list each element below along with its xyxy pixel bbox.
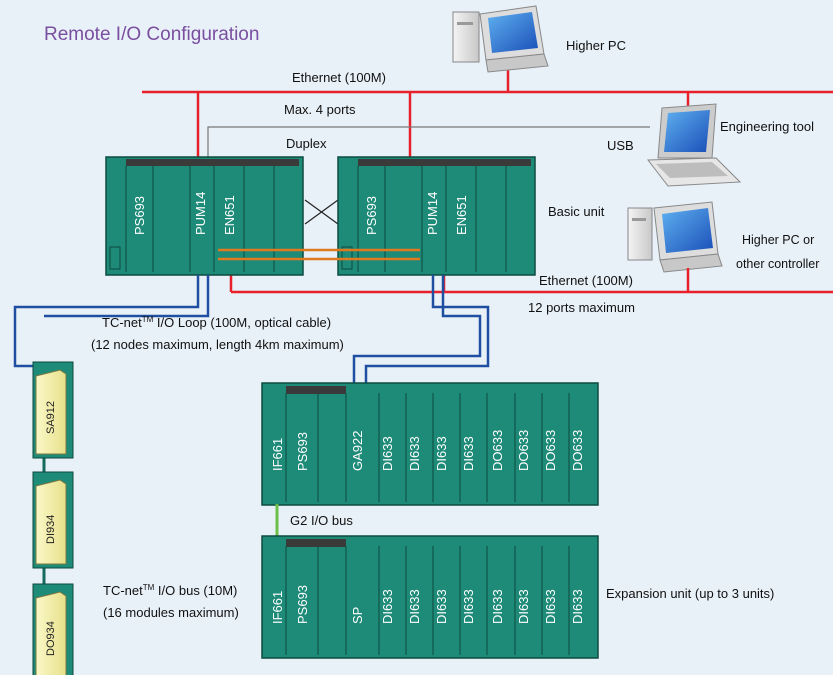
remote-unit: IF661 PS693 GA922 DI633 DI633 DI633 DI633 DO633… [261, 382, 599, 506]
module-label: DI633 [407, 436, 422, 471]
rack-top-bar [358, 159, 531, 166]
slot-detail [109, 246, 121, 270]
module-label: DO633 [570, 430, 585, 471]
io-bus-label-1: TC-netTM I/O bus (10M) [103, 583, 237, 598]
module-label: EN651 [222, 195, 237, 235]
module-label: DI633 [461, 436, 476, 471]
desktop-pc-icon [627, 201, 723, 273]
module-label: SP [350, 607, 365, 624]
module-label: PS693 [295, 585, 310, 624]
module-label: EN651 [454, 195, 469, 235]
expansion-unit-label: Expansion unit (up to 3 units) [606, 586, 774, 601]
module-label: PUM14 [193, 192, 208, 235]
module-label: PUM14 [425, 192, 440, 235]
basic-unit-left: PS693 PUM14 EN651 [105, 156, 304, 276]
io-loop-inner [44, 275, 210, 318]
module-label: DO633 [490, 430, 505, 471]
ethernet-top-label: Ethernet (100M) [292, 70, 386, 85]
io-module-label: DO934 [45, 621, 57, 656]
basic-unit-label: Basic unit [548, 204, 605, 219]
module-label: PS693 [364, 196, 379, 235]
module-label: IF661 [270, 591, 285, 624]
module-label: DI633 [407, 589, 422, 624]
module-label: DI633 [380, 589, 395, 624]
ports-12-label: 12 ports maximum [528, 300, 635, 315]
usb-line [207, 126, 650, 157]
page-title: Remote I/O Configuration [44, 24, 259, 45]
io-loop-inner [352, 275, 482, 383]
g2-bus-label: G2 I/O bus [290, 513, 353, 528]
usb-label: USB [607, 138, 634, 153]
io-loop-outer [364, 275, 490, 383]
module-label: DI633 [543, 589, 558, 624]
module-label: DI633 [570, 589, 585, 624]
laptop-icon [647, 103, 742, 187]
io-module-face [35, 369, 67, 455]
io-module-face [35, 479, 67, 565]
io-loop-label-1: TC-netTM I/O Loop (100M, optical cable) [102, 315, 331, 330]
ethernet-bottom-label: Ethernet (100M) [539, 273, 633, 288]
other-controller-label: other controller [736, 257, 819, 271]
rack-top-bar [286, 539, 346, 547]
io-loop-label-2: (12 nodes maximum, length 4km maximum) [91, 337, 344, 352]
io-module: DO934 [32, 583, 74, 675]
rack-top-bar [286, 386, 346, 394]
higher-pc-label: Higher PC [566, 38, 626, 53]
module-label: DO633 [516, 430, 531, 471]
rack-frame [337, 156, 536, 276]
module-label: IF661 [270, 438, 285, 471]
module-label: PS693 [132, 196, 147, 235]
io-module-face [35, 591, 67, 675]
max-ports-label: Max. 4 ports [284, 102, 356, 117]
module-label: DI633 [461, 589, 476, 624]
module-label: DI633 [490, 589, 505, 624]
io-bus-label-2: (16 modules maximum) [103, 605, 239, 620]
module-label: DI633 [434, 436, 449, 471]
rack-top-bar [126, 159, 299, 166]
io-module-label: SA912 [45, 401, 57, 434]
io-loop-outer [13, 275, 200, 368]
duplex-label: Duplex [286, 136, 327, 151]
desktop-pc-icon [452, 5, 549, 73]
module-label: DI633 [380, 436, 395, 471]
duplex-cross [304, 199, 339, 225]
module-label: DI633 [434, 589, 449, 624]
module-label: DI633 [516, 589, 531, 624]
engineering-tool-label: Engineering tool [720, 119, 814, 134]
module-label: DO633 [543, 430, 558, 471]
module-label: GA922 [350, 431, 365, 471]
higher-pc-or-label: Higher PC or [742, 233, 814, 247]
basic-unit-right: PS693 PUM14 EN651 [337, 156, 536, 276]
io-module: SA912 [32, 361, 74, 459]
rack-frame [105, 156, 304, 276]
io-module: DI934 [32, 471, 74, 569]
io-module-label: DI934 [45, 515, 57, 544]
module-label: PS693 [295, 432, 310, 471]
